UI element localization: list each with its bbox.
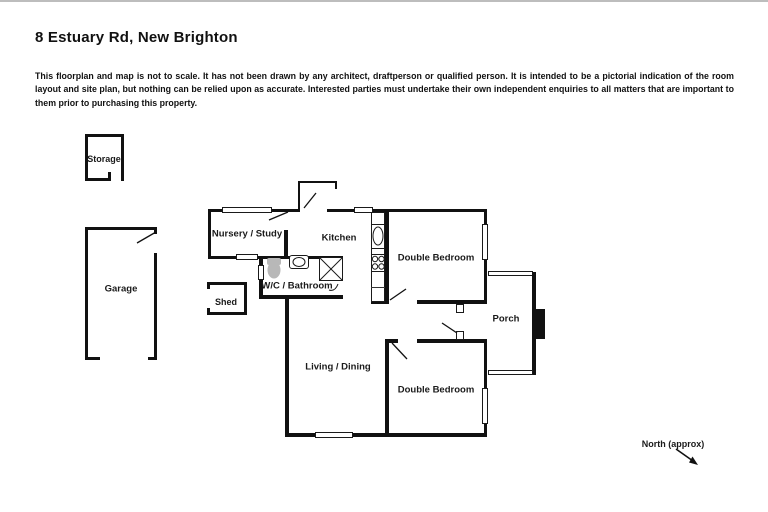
room-label-nursery-study: Nursery / Study (211, 228, 283, 240)
wall-segment (154, 227, 157, 234)
toilet-icon (267, 261, 281, 279)
door-swing-bedroom2 (391, 342, 408, 360)
wall-segment (207, 282, 210, 289)
toilet-icon (267, 258, 281, 265)
wall-segment (417, 339, 487, 343)
wall-segment (207, 282, 247, 285)
room-label-double-bedroom-1: Double Bedroom (397, 252, 475, 264)
wall-segment (207, 308, 210, 315)
room-label-storage: Storage (87, 154, 121, 164)
wall-segment (298, 181, 300, 210)
wall-segment (244, 282, 247, 315)
room-label-garage: Garage (104, 283, 138, 295)
wall-segment (385, 339, 389, 437)
wall-segment (417, 300, 487, 304)
door-leaf (456, 331, 464, 340)
wall-segment (85, 134, 124, 137)
bathroom-sink (289, 255, 309, 269)
north-label: North (approx) (641, 439, 705, 449)
disclaimer-text: This floorplan and map is not to scale. … (35, 70, 734, 108)
wall-segment (85, 178, 109, 181)
porch-door-solid (536, 309, 545, 339)
wall-segment (298, 181, 337, 183)
wall-segment (284, 230, 288, 259)
wall-segment (208, 209, 211, 259)
kitchen-hob-unit (371, 254, 385, 272)
wall-segment (85, 357, 100, 360)
wall-segment (327, 209, 487, 212)
window (482, 224, 488, 260)
shower (319, 257, 343, 281)
kitchen-sink-unit (371, 224, 385, 249)
wall-segment (385, 209, 389, 304)
door-swing-entry (303, 192, 317, 209)
page-title: 8 Estuary Rd, New Brighton (35, 29, 238, 46)
counter-divider (371, 287, 385, 288)
window (488, 271, 533, 276)
north-arrow-icon (675, 448, 694, 462)
window (222, 207, 272, 213)
door-swing-bedroom1 (389, 288, 407, 301)
wall-segment (148, 357, 157, 360)
north-arrow-icon (689, 456, 698, 465)
wall-segment (154, 253, 157, 360)
window (482, 388, 488, 424)
room-label-shed: Shed (214, 297, 238, 307)
window (236, 254, 258, 260)
door-swing-nursery (268, 211, 289, 221)
wall-segment (121, 134, 124, 181)
wall-segment (207, 312, 247, 315)
wall-segment (385, 339, 398, 343)
room-label-living-dining: Living / Dining (305, 361, 371, 373)
window (488, 370, 533, 375)
room-label-porch: Porch (492, 313, 520, 325)
room-label-double-bedroom-2: Double Bedroom (397, 384, 475, 396)
wall-segment (371, 300, 389, 304)
room-label-wc-bathroom: W/C / Bathroom (261, 280, 333, 292)
wall-segment (285, 298, 289, 437)
door-swing-hall (441, 322, 458, 334)
window (354, 207, 373, 213)
window (258, 265, 264, 280)
window (315, 432, 353, 438)
wall-segment (208, 256, 260, 259)
wall-segment (85, 227, 88, 360)
wall-segment (108, 172, 111, 181)
wall-segment (532, 272, 536, 375)
wall-segment (335, 181, 337, 189)
wall-segment (85, 134, 88, 181)
room-label-kitchen: Kitchen (321, 232, 357, 244)
wall-segment (259, 295, 343, 299)
wall-segment (85, 227, 157, 230)
door-leaf (456, 304, 464, 313)
